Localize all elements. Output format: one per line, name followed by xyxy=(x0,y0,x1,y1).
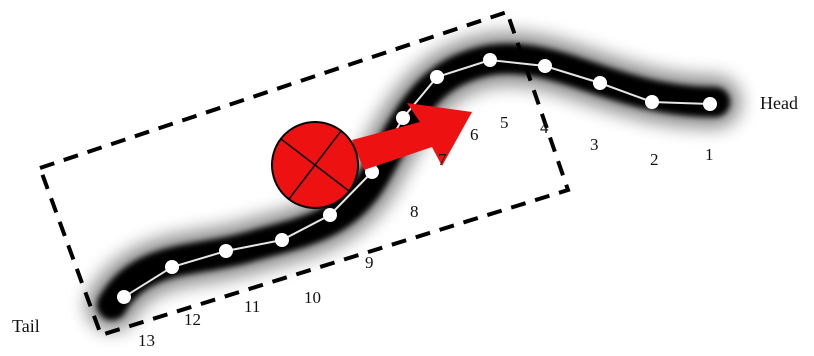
spine-node-8 xyxy=(365,165,379,179)
node-labels: 1 2 3 4 5 6 7 8 9 10 11 12 13 xyxy=(138,113,714,350)
spine-node-9 xyxy=(323,208,337,222)
spine-node-12 xyxy=(165,260,179,274)
spine-node-13 xyxy=(117,290,131,304)
node-label-7: 7 xyxy=(438,150,447,169)
spine-node-5 xyxy=(483,53,497,67)
spine-node-10 xyxy=(275,233,289,247)
bounding-box xyxy=(37,9,571,338)
node-label-4: 4 xyxy=(540,118,549,137)
spine-node-2 xyxy=(645,95,659,109)
tail-label: Tail xyxy=(12,316,40,336)
node-label-5: 5 xyxy=(500,113,509,132)
spine-node-11 xyxy=(219,244,233,258)
node-label-1: 1 xyxy=(705,145,714,164)
spine-node-3 xyxy=(593,76,607,90)
node-label-8: 8 xyxy=(410,202,419,221)
spine-node-6 xyxy=(430,70,444,84)
node-label-11: 11 xyxy=(244,297,260,316)
spine-nodes xyxy=(117,53,717,304)
node-label-3: 3 xyxy=(590,135,599,154)
spine-node-7 xyxy=(396,111,410,125)
node-label-2: 2 xyxy=(650,150,659,169)
node-label-6: 6 xyxy=(470,125,479,144)
node-label-13: 13 xyxy=(138,331,155,350)
spine-node-4 xyxy=(538,59,552,73)
node-label-9: 9 xyxy=(365,253,374,272)
node-label-10: 10 xyxy=(304,288,321,307)
worm-body xyxy=(86,32,741,331)
centroid-marker xyxy=(271,121,359,209)
spine-node-1 xyxy=(703,97,717,111)
node-label-12: 12 xyxy=(184,310,201,329)
direction-arrow xyxy=(352,103,472,170)
head-label: Head xyxy=(760,93,798,113)
